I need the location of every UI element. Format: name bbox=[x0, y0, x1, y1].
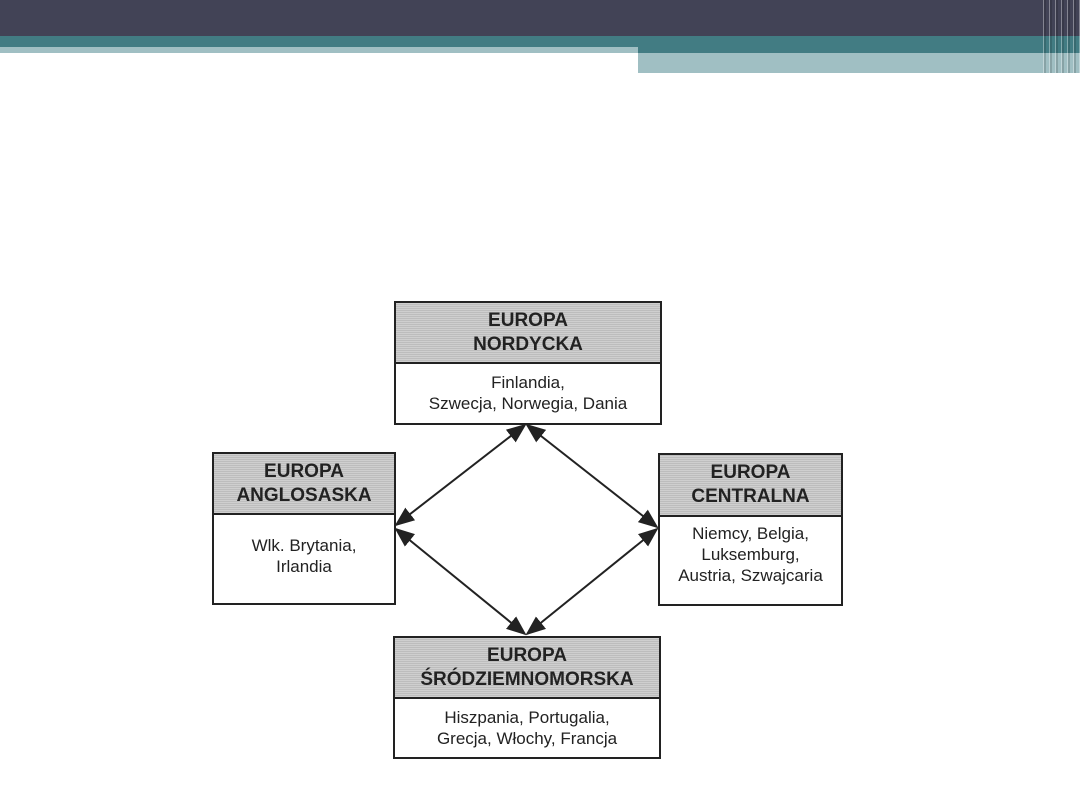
country-line: Austria, Szwajcaria bbox=[678, 566, 823, 585]
accent-block bbox=[638, 53, 1080, 73]
arrow-west-south bbox=[394, 527, 527, 636]
country-line: Luksemburg, bbox=[701, 545, 800, 564]
country-line: Szwecja, Norwegia, Dania bbox=[428, 394, 628, 413]
box-title: EUROPA CENTRALNA bbox=[660, 455, 841, 517]
box-countries: Niemcy, Belgia, Luksemburg, Austria, Szwaj… bbox=[660, 517, 841, 586]
box-countries: Hiszpania, Portugalia, Grecja, Włochy, Fr… bbox=[395, 699, 659, 749]
title-line: NORDYCKA bbox=[473, 333, 583, 355]
title-line: ANGLOSASKA bbox=[236, 484, 372, 506]
decorative-stripes bbox=[1040, 0, 1080, 73]
title-line: CENTRALNA bbox=[691, 486, 810, 507]
box-europa-centralna: EUROPA CENTRALNA Niemcy, Belgia, Luksembur… bbox=[658, 453, 843, 606]
arrow-east-south bbox=[525, 527, 659, 636]
title-bar bbox=[0, 0, 1080, 36]
title-line: EUROPA bbox=[710, 462, 791, 483]
title-line: EUROPA bbox=[487, 644, 567, 666]
box-countries: Wlk. Brytania, Irlandia bbox=[214, 515, 394, 577]
title-line: ŚRÓDZIEMNOMORSKA bbox=[420, 668, 634, 690]
arrow-north-west bbox=[394, 423, 527, 527]
country-line: Grecja, Włochy, Francja bbox=[436, 729, 618, 748]
country-line: Wlk. Brytania, bbox=[251, 536, 357, 555]
country-line: Niemcy, Belgia, bbox=[692, 524, 809, 543]
box-countries: Finlandia, Szwecja, Norwegia, Dania bbox=[396, 364, 660, 414]
title-line: EUROPA bbox=[488, 309, 568, 331]
country-line: Irlandia bbox=[276, 557, 332, 576]
title-line: EUROPA bbox=[264, 460, 344, 482]
accent-stripe bbox=[0, 47, 638, 53]
arrow-north-east bbox=[525, 423, 659, 529]
country-line: Finlandia, bbox=[491, 373, 565, 392]
country-line: Hiszpania, Portugalia, bbox=[444, 708, 610, 727]
